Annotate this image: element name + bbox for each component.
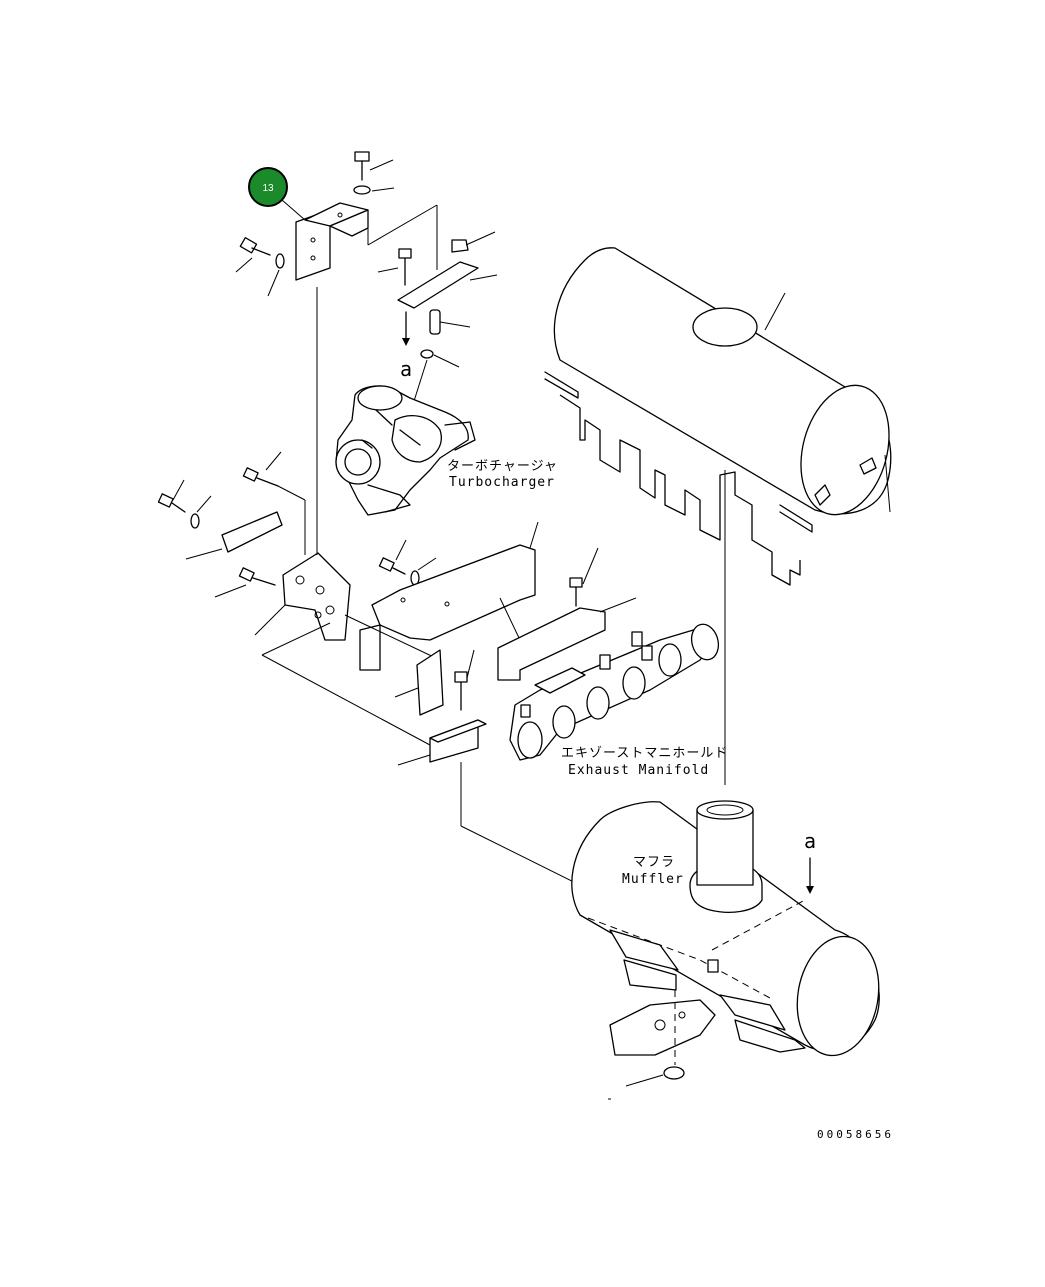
ref-a-top: a [400,357,412,381]
washer-turbo [420,349,460,368]
callout-number: 13 [262,183,274,194]
manifold-label-jp: エキゾーストマニホールド [561,746,728,761]
manifold-bracket [497,597,637,681]
turbo-upper-bracket [377,231,498,335]
long-bracket [359,521,539,671]
turbocharger-label-jp: ターボチャージャ [447,459,558,474]
washer-mid [410,557,437,586]
bolt-manifold-bracket [569,547,599,607]
manifold-label-en: Exhaust Manifold [568,763,709,778]
washer-left-upper [267,253,285,297]
turbocharger-label-en: Turbocharger [449,475,555,490]
top-bracket [295,202,369,281]
plate-left [185,511,283,560]
washer-top [353,185,395,195]
ref-a-right: a [804,829,816,853]
muffler-lower [571,800,880,1057]
nut-bottom [625,1066,685,1087]
bolt-left-lower [214,567,276,598]
spacer-block [397,719,487,766]
bolt-mid-left [242,451,282,487]
exhaust-manifold [509,623,720,761]
washer-far-left [190,495,212,529]
muffler-upper [544,247,892,586]
callout-badge-13[interactable]: 13 [248,167,288,207]
small-plate [394,649,444,716]
bolt-mid [378,539,407,575]
bolt-left-upper [235,237,271,273]
bolt-far-left [157,479,186,513]
turbocharger [335,385,476,516]
bolt-long [454,649,475,711]
bolt-top [354,151,394,181]
drawing-number: 00058656 [817,1128,894,1141]
muffler-label-en: Muffler [622,872,684,887]
mount-plate [254,552,351,641]
muffler-label-jp: マフラ [633,855,675,870]
